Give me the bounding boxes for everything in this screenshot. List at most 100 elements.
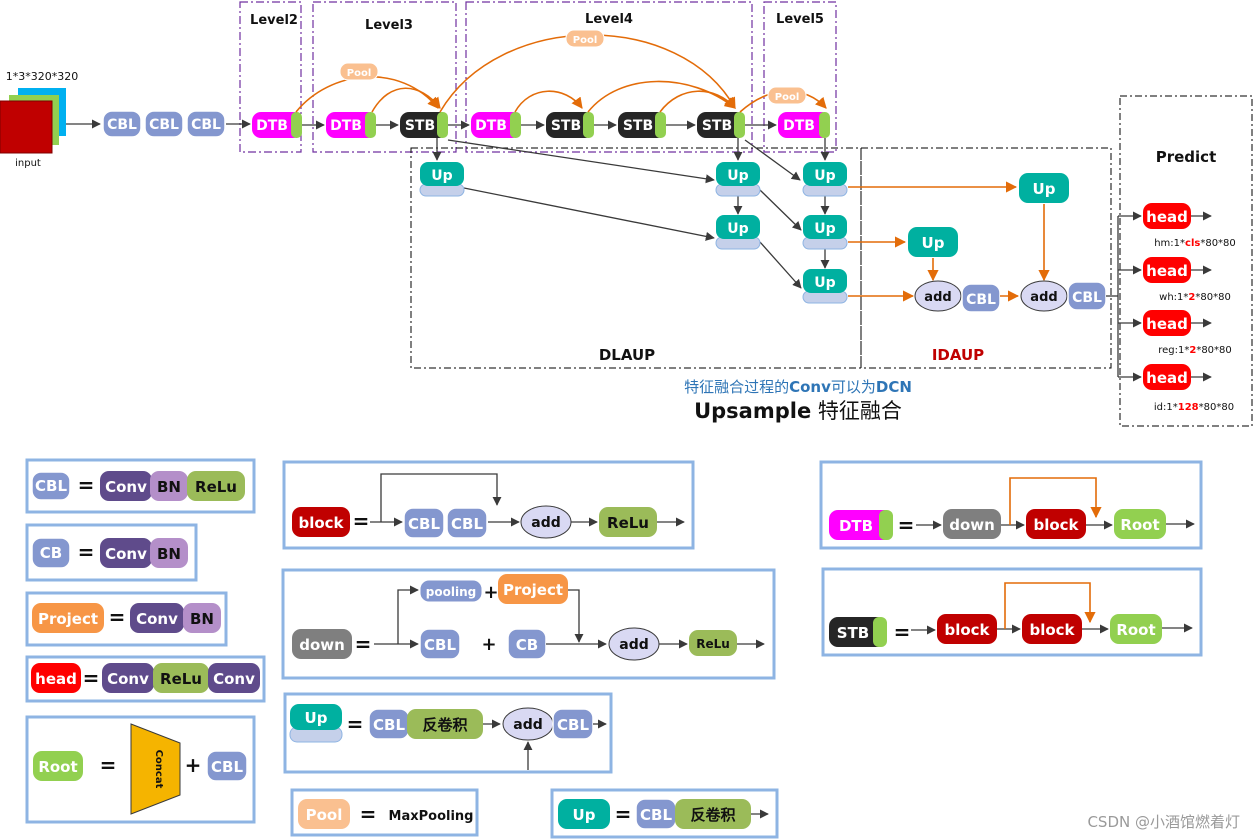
stem-cbl-2-label: CBL xyxy=(149,117,179,133)
legend-cb-block xyxy=(31,537,71,569)
legend-block-cbl-2-label: CBL xyxy=(451,515,483,533)
arrow-stb3-diag xyxy=(447,139,715,184)
stem-cbl-3-label: CBL xyxy=(191,117,221,133)
head-hm: head hm:1*cls*80*80 xyxy=(1143,203,1236,249)
stb-level4-b xyxy=(618,112,666,138)
legend-up-simple-block xyxy=(558,799,610,829)
stb-level4-b-label: STB xyxy=(623,118,653,134)
up-block-2-label: Up xyxy=(727,168,748,184)
legend-block-cbl-1-label: CBL xyxy=(408,515,440,533)
dlaup-label: DLAUP xyxy=(599,346,655,364)
legend-dtb-tab xyxy=(879,510,893,540)
legend-stb-block-2-label: block xyxy=(1029,621,1075,639)
legend-up-label: Up xyxy=(305,709,328,727)
legend-dtb-eq: = xyxy=(898,513,915,537)
pool-label-b-text: Pool xyxy=(573,35,598,46)
stb-level4-c-tab xyxy=(734,112,745,138)
up-block-1-label: Up xyxy=(431,168,452,184)
idaup-add-1 xyxy=(914,280,962,312)
idaup-up-2-label: Up xyxy=(922,234,945,252)
legend-dtb-root-label: Root xyxy=(1120,516,1159,534)
legend-cbl-relu-label: ReLu xyxy=(195,478,237,496)
stb-level3-label: STB xyxy=(405,118,435,134)
legend-up-add-label: add xyxy=(513,717,543,733)
arrow-stb4-diag xyxy=(744,139,801,181)
level2-label: Level2 xyxy=(250,13,298,28)
dtb-level4-label: DTB xyxy=(475,118,507,134)
legend-down-relu-label: ReLu xyxy=(696,637,730,651)
legend-down-cb-label: CB xyxy=(516,636,538,654)
skip-arc-dtb4-stb xyxy=(514,90,583,113)
stb-level3-tab xyxy=(437,112,448,138)
legend-up-simple-deconv xyxy=(675,799,751,829)
idaup-add-1-label: add xyxy=(924,290,951,305)
legend-cbl-bn-label: BN xyxy=(157,478,181,496)
legend-head-label: head xyxy=(35,670,77,688)
level5-box xyxy=(763,1,837,153)
legend-stb-root-label: Root xyxy=(1116,621,1155,639)
legend-up-block xyxy=(290,704,342,730)
stb-level4-c xyxy=(697,112,745,138)
legend-root-block xyxy=(33,751,83,781)
dtb-level3 xyxy=(326,112,376,138)
level2-box xyxy=(239,1,302,153)
legend-down-pooling xyxy=(419,579,483,603)
dtb-level4 xyxy=(471,112,521,138)
legend-cbl-conv-label: Conv xyxy=(105,478,147,496)
legend-cb-bn xyxy=(150,538,188,568)
head-reg: head reg:1*2*80*80 xyxy=(1143,310,1232,356)
legend-head-relu-label: ReLu xyxy=(160,670,202,688)
output-id: id:1*128*80*80 xyxy=(1154,402,1234,413)
level4-box xyxy=(465,1,753,153)
legend-dtb-root xyxy=(1114,509,1166,539)
head-id: head id:1*128*80*80 xyxy=(1143,364,1234,413)
idaup-add-2 xyxy=(1020,280,1068,312)
dtb-level5-label: DTB xyxy=(783,118,815,134)
dtb-level4-tab xyxy=(510,112,521,138)
legend-down-plus-1: + xyxy=(483,582,498,603)
legend-down-cbl xyxy=(419,628,461,660)
legend-dtb-block-label: block xyxy=(1033,516,1079,534)
legend-down-arrow-pool xyxy=(397,585,419,644)
legend-dtb-block-unit xyxy=(1026,509,1086,539)
legend-block-cbl-2 xyxy=(446,507,488,539)
legend-down-add-label: add xyxy=(619,637,649,653)
idaup-cbl-1-label: CBL xyxy=(966,292,996,308)
stb-level4-a-label: STB xyxy=(551,118,581,134)
legend-down-label: down xyxy=(299,636,345,654)
up-block-3-label: Up xyxy=(814,168,835,184)
legend-up-simple-deconv-label: 反卷积 xyxy=(690,806,735,824)
legend-down-block xyxy=(292,629,352,659)
legend-up-simple-cbl-label: CBL xyxy=(640,806,672,824)
legend-stb-tab xyxy=(873,617,887,647)
legend-up-cbl-2-label: CBL xyxy=(557,716,589,734)
idaup-cbl-1 xyxy=(961,283,1001,313)
caption-title: Upsample 特征融合 xyxy=(694,399,902,423)
pool-label-c-text: Pool xyxy=(775,92,800,103)
legend-head-conv-1 xyxy=(102,663,154,693)
stb-level4-a-tab xyxy=(583,112,594,138)
legend-project-conv xyxy=(130,603,184,633)
legend-stb-block xyxy=(829,617,887,647)
legend-root-label: Root xyxy=(38,758,77,776)
stem-cbl-2 xyxy=(144,110,184,138)
stem-cbl-1 xyxy=(102,110,142,138)
output-wh: wh:1*2*80*80 xyxy=(1159,292,1231,303)
legend-cb-conv-label: Conv xyxy=(105,545,147,563)
up-block-5: Up xyxy=(802,215,848,250)
legend-head-block xyxy=(31,663,81,693)
idaup-add-2-label: add xyxy=(1030,290,1057,305)
legend-stb-eq: = xyxy=(894,620,911,644)
skip-arc-stb-b-c xyxy=(659,90,736,113)
dtb-level5-tab xyxy=(819,112,830,138)
dtb-level2-tab xyxy=(291,112,302,138)
legend-up-simple-label: Up xyxy=(573,806,596,824)
legend-cbl-bn xyxy=(150,471,188,501)
watermark: CSDN @小酒馆燃着灯 xyxy=(1087,813,1240,831)
arrow-up3-diag xyxy=(759,241,802,289)
legend-project-bn xyxy=(183,603,221,633)
legend-dtb-label: DTB xyxy=(839,517,873,535)
input-dims: 1*3*320*320 xyxy=(6,70,79,83)
idaup-up-1-label: Up xyxy=(1033,180,1056,198)
